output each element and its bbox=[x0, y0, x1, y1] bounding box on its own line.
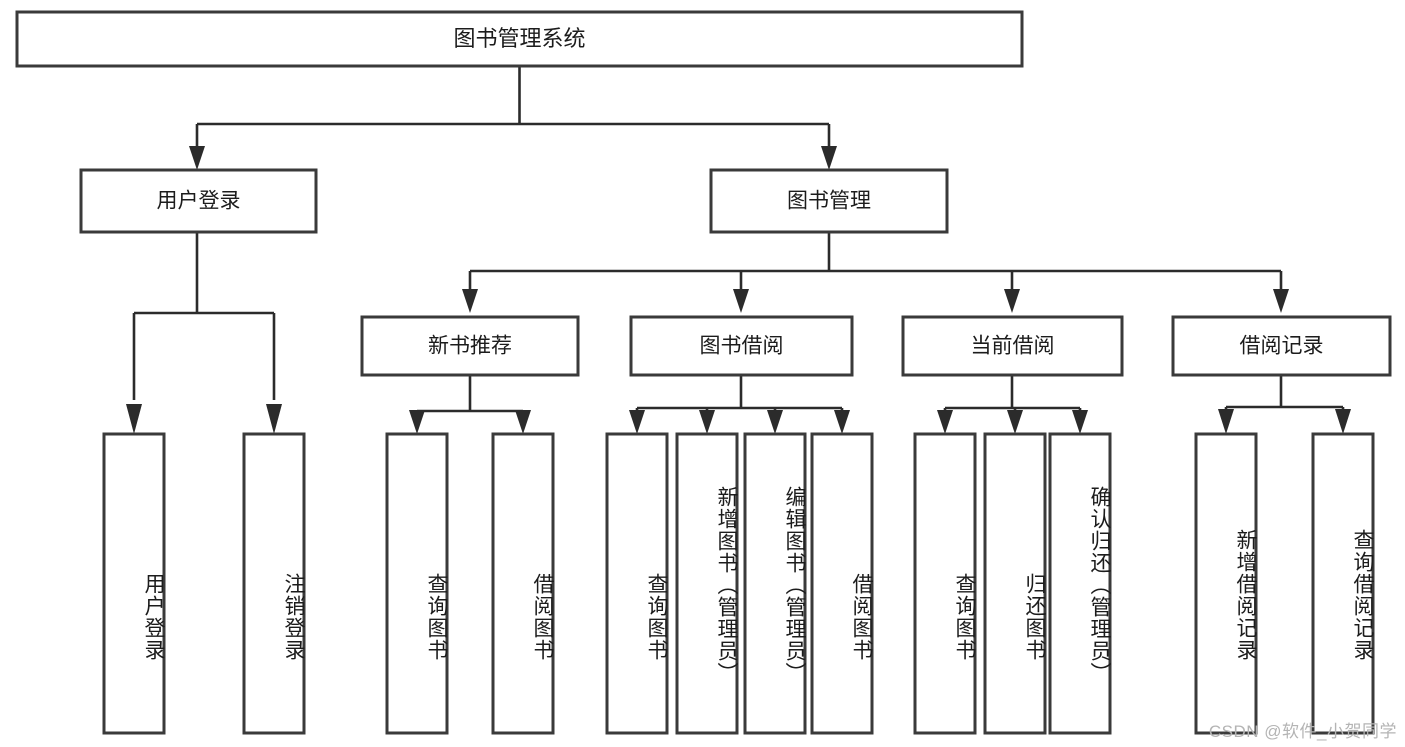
arrow-leaf-borrow-record-1 bbox=[1218, 409, 1234, 434]
node-box-leaf-borrow-record-1[interactable] bbox=[1194, 432, 1258, 735]
node-label-new-book-recommend: 新书推荐 bbox=[428, 335, 512, 358]
arrow-leaf-user-login-2 bbox=[266, 404, 282, 434]
node-label-book-borrow: 图书借阅 bbox=[700, 335, 784, 358]
arrow-to-borrow-record bbox=[1273, 289, 1289, 313]
node-box-leaf-book-borrow-3[interactable] bbox=[743, 432, 807, 735]
arrow-leaf-borrow-record-2 bbox=[1335, 409, 1351, 434]
arrow-leaf-current-borrow-3 bbox=[1072, 410, 1088, 434]
node-layer: 图书管理系统 用户登录 图书管理 新书推荐 图书借阅 当前借阅 借阅记录 bbox=[15, 10, 1392, 735]
arrow-to-book-borrow bbox=[733, 289, 749, 313]
node-box-borrow-record[interactable] bbox=[1171, 315, 1392, 377]
node-label-root: 图书管理系统 bbox=[453, 26, 585, 51]
arrow-leaf-book-borrow-3 bbox=[767, 410, 783, 434]
node-box-leaf-current-borrow-2[interactable] bbox=[983, 432, 1047, 735]
arrow-leaf-user-login-1 bbox=[126, 404, 142, 434]
arrow-to-current-borrow bbox=[1004, 289, 1020, 313]
node-box-book-manage[interactable] bbox=[709, 168, 949, 234]
node-box-leaf-new-book-1[interactable] bbox=[385, 432, 449, 735]
arrow-leaf-book-borrow-2 bbox=[699, 410, 715, 434]
node-label-current-borrow: 当前借阅 bbox=[971, 335, 1055, 358]
node-box-book-borrow[interactable] bbox=[629, 315, 854, 377]
node-box-root[interactable] bbox=[15, 10, 1024, 68]
watermark-text: CSDN @软件_小贺同学 bbox=[1208, 722, 1397, 741]
node-box-leaf-book-borrow-1[interactable] bbox=[605, 432, 669, 735]
node-label-book-manage: 图书管理 bbox=[787, 190, 871, 213]
node-label-borrow-record: 借阅记录 bbox=[1240, 335, 1324, 358]
arrow-to-user-login bbox=[189, 146, 205, 170]
arrow-leaf-current-borrow-1 bbox=[937, 410, 953, 434]
arrow-leaf-book-borrow-4 bbox=[834, 410, 850, 434]
connector-layer bbox=[126, 66, 1351, 434]
node-box-leaf-book-borrow-2[interactable] bbox=[675, 432, 739, 735]
arrow-leaf-new-book-1 bbox=[409, 410, 425, 434]
node-box-leaf-current-borrow-1[interactable] bbox=[913, 432, 977, 735]
node-box-leaf-user-login-2[interactable] bbox=[242, 432, 306, 735]
node-box-new-book-recommend[interactable] bbox=[360, 315, 580, 377]
arrow-leaf-book-borrow-1 bbox=[629, 410, 645, 434]
node-label-user-login: 用户登录 bbox=[157, 190, 241, 213]
arrow-leaf-new-book-2 bbox=[515, 410, 531, 434]
node-box-leaf-book-borrow-4[interactable] bbox=[810, 432, 874, 735]
node-box-leaf-user-login-1[interactable] bbox=[102, 432, 166, 735]
node-box-leaf-new-book-2[interactable] bbox=[491, 432, 555, 735]
node-box-leaf-current-borrow-3[interactable] bbox=[1048, 432, 1112, 735]
node-box-leaf-borrow-record-2[interactable] bbox=[1311, 432, 1375, 735]
arrow-leaf-current-borrow-2 bbox=[1007, 410, 1023, 434]
arrow-to-book-manage bbox=[821, 146, 837, 170]
arrow-to-new-book bbox=[462, 289, 478, 313]
node-box-current-borrow[interactable] bbox=[901, 315, 1124, 377]
node-box-user-login[interactable] bbox=[79, 168, 318, 234]
